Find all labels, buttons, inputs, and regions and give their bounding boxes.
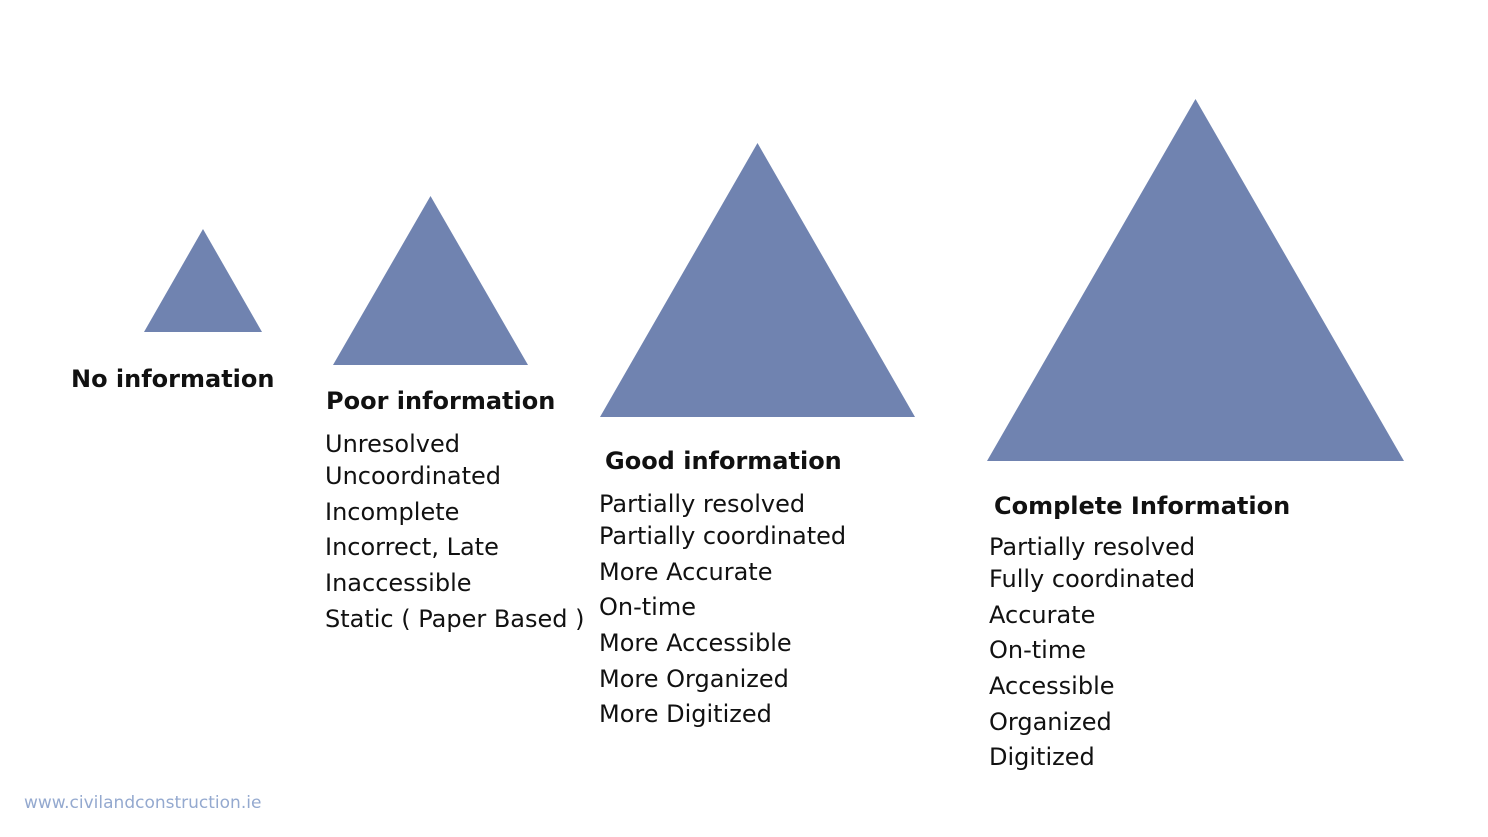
list-item: Incomplete bbox=[325, 497, 460, 526]
list-item: More Accurate bbox=[599, 557, 773, 586]
stage-3-heading: Good information bbox=[605, 447, 842, 475]
triangle-stage-3 bbox=[600, 143, 915, 417]
stage-3-list: Partially resolved Partially coordinated… bbox=[599, 489, 846, 733]
list-item: Partially resolved bbox=[599, 490, 806, 518]
list-item: Fully coordinated bbox=[989, 565, 1196, 593]
list-item: Organized bbox=[989, 707, 1112, 736]
stage-1-heading: No information bbox=[71, 365, 275, 393]
list-item: Partially resolved bbox=[989, 533, 1196, 561]
stage-4-list: Partially resolved Fully coordinated Acc… bbox=[989, 532, 1195, 776]
list-item: Partially coordinated bbox=[599, 522, 847, 550]
triangle-stage-4 bbox=[987, 99, 1404, 461]
triangle-stage-1 bbox=[144, 229, 262, 332]
list-item: More Organized bbox=[599, 664, 789, 693]
stage-4-heading: Complete Information bbox=[994, 492, 1291, 520]
list-item: Inaccessible bbox=[325, 569, 472, 598]
list-item: Incorrect, Late bbox=[325, 533, 499, 562]
list-item: Accurate bbox=[989, 600, 1096, 629]
stage-2-list: Unresolved Uncoordinated Incomplete Inco… bbox=[325, 429, 585, 637]
source-url: www.civilandconstruction.ie bbox=[24, 793, 262, 813]
list-item: Uncoordinated bbox=[325, 462, 502, 490]
stage-2-heading: Poor information bbox=[326, 387, 556, 415]
list-item: Unresolved bbox=[325, 430, 460, 458]
list-item: Digitized bbox=[989, 743, 1095, 772]
list-item: On-time bbox=[599, 593, 696, 622]
list-item: More Accessible bbox=[599, 629, 792, 658]
list-item: On-time bbox=[989, 636, 1086, 665]
list-item: Static ( Paper Based ) bbox=[325, 604, 585, 633]
triangle-stage-2 bbox=[333, 196, 528, 365]
list-item: More Digitized bbox=[599, 700, 772, 729]
list-item: Accessible bbox=[989, 672, 1115, 701]
